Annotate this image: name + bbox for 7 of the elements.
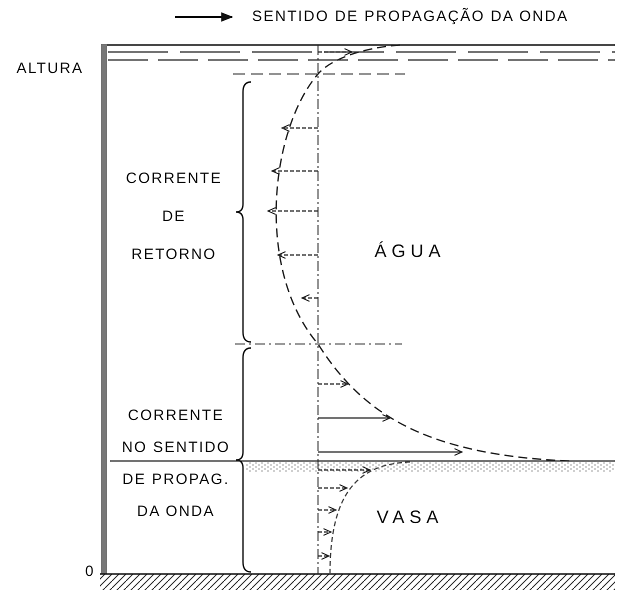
region-label: CORRENTE NO SENTIDO DE PROPAG. DA ONDA [120, 406, 232, 522]
region-label: CORRENTE DE RETORNO [124, 169, 224, 265]
axis-label: 0 [84, 563, 96, 581]
axis-label: ALTURA [15, 60, 85, 78]
legend-label: SENTIDO DE PROPAGAÇÃO DA ONDA [252, 8, 569, 25]
medium-label: ÁGUA [373, 240, 446, 262]
medium-label: VASA [376, 506, 444, 528]
